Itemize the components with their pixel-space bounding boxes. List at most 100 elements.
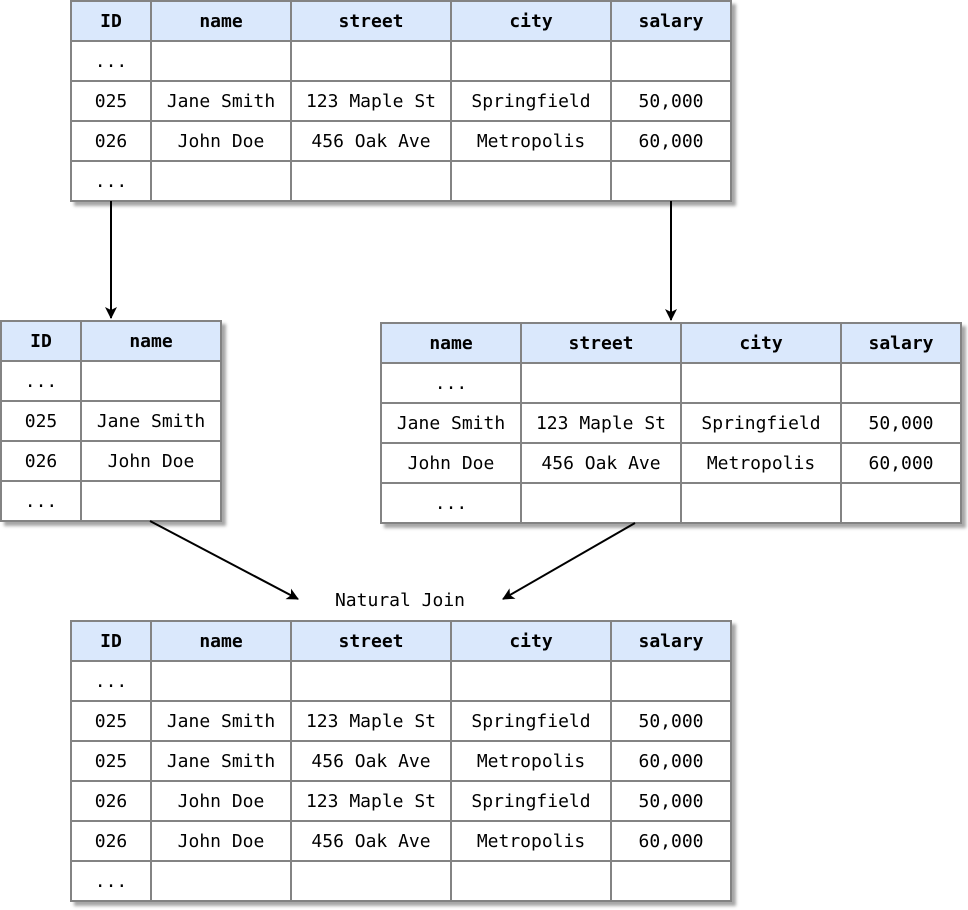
- cell-id: 026: [70, 780, 152, 822]
- cell-salary: [610, 160, 732, 202]
- table-row: ...: [0, 480, 222, 522]
- cell-salary: [610, 40, 732, 82]
- header-id: ID: [70, 620, 152, 662]
- cell-id: 026: [70, 120, 152, 162]
- table-row: ...: [70, 40, 732, 82]
- table-row: ...: [70, 860, 732, 902]
- table-row: 026 John Doe 123 Maple St Springfield 50…: [70, 780, 732, 822]
- cell-salary: 60,000: [840, 442, 962, 484]
- cell-name: [150, 860, 292, 902]
- cell-name: Jane Smith: [150, 80, 292, 122]
- cell-name: Jane Smith: [150, 700, 292, 742]
- cell-street: [520, 482, 682, 524]
- cell-salary: [840, 482, 962, 524]
- cell-name: John Doe: [380, 442, 522, 484]
- header-salary: salary: [840, 322, 962, 364]
- cell-city: [680, 482, 842, 524]
- cell-name: John Doe: [80, 440, 222, 482]
- cell-id: ...: [70, 160, 152, 202]
- table-row: ...: [0, 360, 222, 402]
- cell-id: 026: [70, 820, 152, 862]
- cell-street: 456 Oak Ave: [520, 442, 682, 484]
- cell-id: ...: [0, 360, 82, 402]
- table-row: ...: [380, 362, 962, 404]
- cell-salary: [610, 660, 732, 702]
- arrow-left-to-join: [149, 520, 299, 600]
- header-name: name: [80, 320, 222, 362]
- cell-city: Springfield: [450, 780, 612, 822]
- header-name: name: [380, 322, 522, 364]
- cell-city: Metropolis: [450, 740, 612, 782]
- cell-name: [80, 480, 222, 522]
- cell-city: [450, 660, 612, 702]
- cell-salary: 60,000: [610, 120, 732, 162]
- cell-street: 123 Maple St: [290, 700, 452, 742]
- header-id: ID: [70, 0, 152, 42]
- header-city: city: [450, 620, 612, 662]
- cell-street: [290, 660, 452, 702]
- cell-id: 025: [0, 400, 82, 442]
- cell-city: [450, 160, 612, 202]
- table-row: ...: [70, 160, 732, 202]
- right-header-row: name street city salary: [380, 322, 962, 364]
- table-row: 026 John Doe 456 Oak Ave Metropolis 60,0…: [70, 820, 732, 862]
- cell-salary: 50,000: [610, 80, 732, 122]
- cell-street: 123 Maple St: [520, 402, 682, 444]
- cell-name: John Doe: [150, 820, 292, 862]
- right-projection-table: name street city salary ... Jane Smith 1…: [380, 322, 962, 524]
- cell-id: ...: [70, 860, 152, 902]
- table-row: Jane Smith 123 Maple St Springfield 50,0…: [380, 402, 962, 444]
- table-row: ...: [70, 660, 732, 702]
- cell-name: [150, 160, 292, 202]
- table-row: 025 Jane Smith 456 Oak Ave Metropolis 60…: [70, 740, 732, 782]
- header-name: name: [150, 620, 292, 662]
- cell-city: Metropolis: [450, 120, 612, 162]
- cell-id: 026: [0, 440, 82, 482]
- cell-city: Metropolis: [680, 442, 842, 484]
- cell-id: ...: [70, 40, 152, 82]
- cell-id: 025: [70, 740, 152, 782]
- table-row: ...: [380, 482, 962, 524]
- cell-city: [450, 860, 612, 902]
- cell-name: [150, 660, 292, 702]
- table-row: 026 John Doe 456 Oak Ave Metropolis 60,0…: [70, 120, 732, 162]
- cell-salary: 50,000: [840, 402, 962, 444]
- cell-street: 123 Maple St: [290, 80, 452, 122]
- cell-salary: 50,000: [610, 700, 732, 742]
- cell-name: ...: [380, 482, 522, 524]
- cell-city: [680, 362, 842, 404]
- cell-street: [290, 860, 452, 902]
- table-row: 025 Jane Smith 123 Maple St Springfield …: [70, 80, 732, 122]
- cell-street: 456 Oak Ave: [290, 740, 452, 782]
- cell-salary: 60,000: [610, 820, 732, 862]
- cell-city: Springfield: [680, 402, 842, 444]
- header-street: street: [520, 322, 682, 364]
- cell-city: Springfield: [450, 700, 612, 742]
- header-street: street: [290, 620, 452, 662]
- cell-name: Jane Smith: [80, 400, 222, 442]
- header-name: name: [150, 0, 292, 42]
- cell-id: 025: [70, 700, 152, 742]
- left-projection-table: ID name ... 025 Jane Smith 026 John Doe …: [0, 320, 222, 522]
- source-table: ID name street city salary ... 025 Jane …: [70, 0, 732, 202]
- cell-name: ...: [380, 362, 522, 404]
- result-header-row: ID name street city salary: [70, 620, 732, 662]
- cell-name: [80, 360, 222, 402]
- cell-city: Springfield: [450, 80, 612, 122]
- cell-street: [290, 40, 452, 82]
- cell-street: [290, 160, 452, 202]
- cell-street: [520, 362, 682, 404]
- header-id: ID: [0, 320, 82, 362]
- cell-salary: [610, 860, 732, 902]
- cell-salary: 60,000: [610, 740, 732, 782]
- table-row: 026 John Doe: [0, 440, 222, 482]
- left-header-row: ID name: [0, 320, 222, 362]
- cell-id: 025: [70, 80, 152, 122]
- cell-name: Jane Smith: [380, 402, 522, 444]
- cell-street: 456 Oak Ave: [290, 120, 452, 162]
- cell-name: John Doe: [150, 780, 292, 822]
- source-header-row: ID name street city salary: [70, 0, 732, 42]
- table-row: John Doe 456 Oak Ave Metropolis 60,000: [380, 442, 962, 484]
- cell-salary: [840, 362, 962, 404]
- header-street: street: [290, 0, 452, 42]
